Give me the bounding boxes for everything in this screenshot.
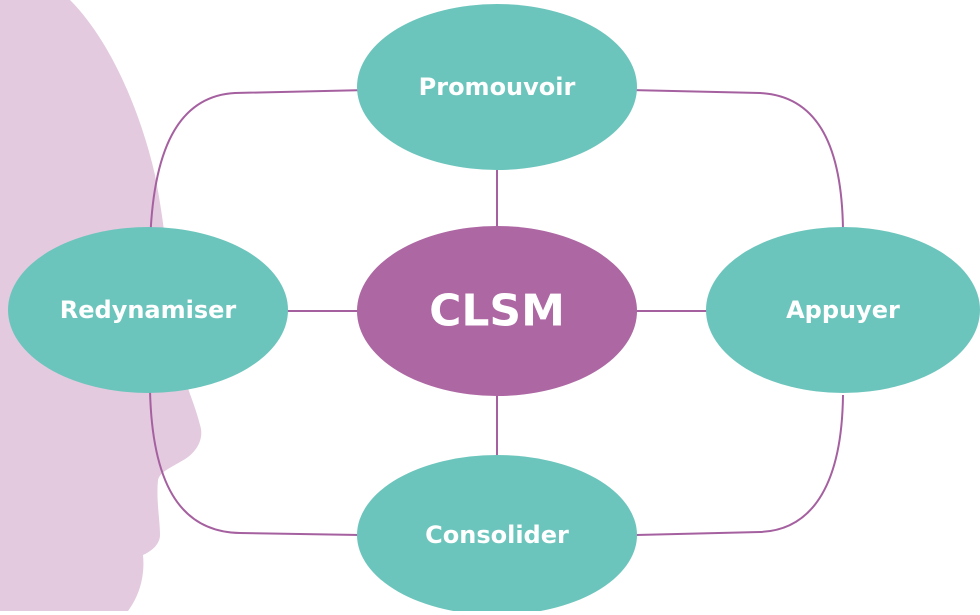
node-redynamiser: Redynamiser (8, 227, 288, 393)
node-clsm-label: CLSM (429, 286, 565, 337)
node-appuyer-shape (706, 227, 980, 393)
node-appuyer-label: Appuyer (786, 296, 900, 324)
connectors (149, 89, 844, 536)
node-consolider-shape (357, 455, 637, 615)
node-promouvoir-label: Promouvoir (419, 73, 576, 101)
node-appuyer: Appuyer (706, 227, 980, 393)
node-clsm: CLSM (357, 226, 637, 396)
connector-top-right (631, 89, 844, 231)
connector-left-bottom (149, 389, 361, 536)
node-redynamiser-label: Redynamiser (60, 296, 237, 324)
node-consolider-label: Consolider (425, 521, 569, 549)
node-consolider: Consolider (357, 455, 637, 615)
node-promouvoir: Promouvoir (357, 4, 637, 170)
node-promouvoir-shape (357, 4, 637, 170)
node-clsm-shape (357, 226, 637, 396)
connector-right-bottom (635, 394, 844, 536)
connector-top-left (149, 89, 369, 249)
node-redynamiser-shape (8, 227, 288, 393)
